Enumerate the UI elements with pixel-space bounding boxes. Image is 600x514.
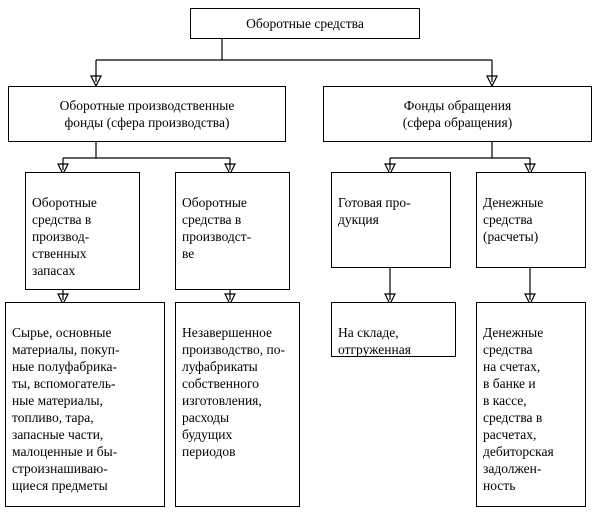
node-label: Оборотные средства в производст- ве (182, 195, 252, 261)
node-label: Сырье, основные материалы, покуп- ные по… (12, 325, 120, 493)
node-label: Оборотные производственные фонды (сфера … (59, 98, 235, 130)
node-label: Оборотные средства в производ- ственных … (32, 195, 97, 278)
node-raw-materials-list: Сырье, основные материалы, покуп- ные по… (5, 302, 165, 507)
node-label: На складе, отгруженная (338, 325, 411, 357)
node-working-capital-in-production: Оборотные средства в производст- ве (175, 172, 290, 290)
node-finished-goods: Готовая про- дукция (331, 172, 451, 268)
node-working-capital-in-stock: Оборотные средства в производ- ственных … (25, 172, 140, 290)
node-label: Денежные средства (расчеты) (483, 195, 544, 244)
node-work-in-progress-list: Незавершенное производство, по- луфабрик… (175, 302, 300, 507)
node-cash-accounts-list: Денежные средства на счетах, в банке и в… (476, 302, 586, 507)
node-label: Оборотные средства (246, 16, 364, 31)
node-production-funds: Оборотные производственные фонды (сфера … (8, 86, 286, 142)
node-label: Фонды обращения (сфера обращения) (402, 98, 513, 130)
node-cash-settlements: Денежные средства (расчеты) (476, 172, 586, 268)
node-label: Денежные средства на счетах, в банке и в… (483, 325, 554, 493)
node-label: Незавершенное производство, по- луфабрик… (182, 325, 285, 459)
node-title-working-capital: Оборотные средства (190, 8, 420, 39)
node-label: Готовая про- дукция (338, 195, 411, 227)
node-circulation-funds: Фонды обращения (сфера обращения) (323, 86, 592, 142)
node-in-warehouse-shipped: На складе, отгруженная (331, 302, 456, 357)
